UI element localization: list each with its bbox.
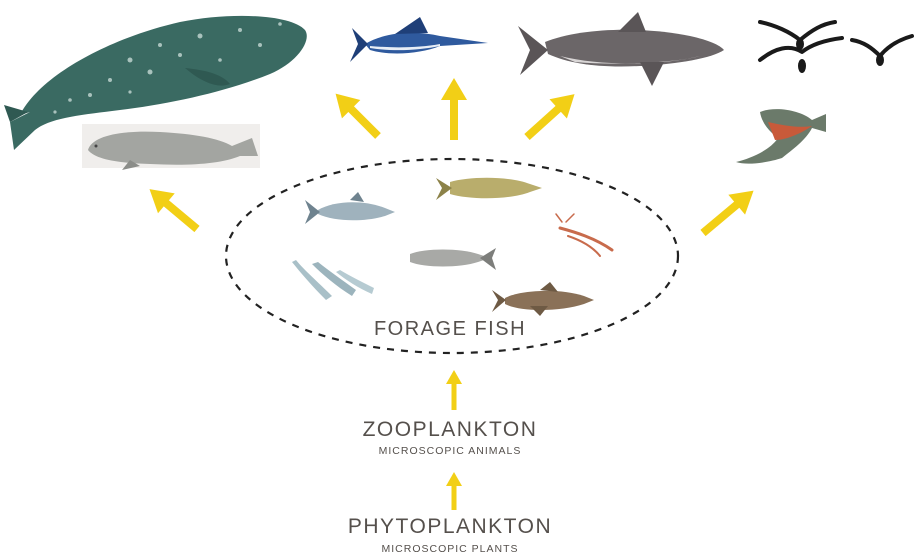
salmon-icon: [736, 109, 826, 163]
shark-icon: [518, 12, 724, 86]
arrow-to-manatee: [141, 179, 205, 239]
forage-fish-label: FORAGE FISH: [300, 318, 600, 341]
phytoplankton-label: PHYTOPLANKTON: [300, 515, 600, 539]
manatee-icon: [82, 124, 260, 170]
marlin-icon: [350, 17, 488, 62]
cod-icon: [492, 282, 594, 316]
arrow-to-marlin: [441, 78, 467, 140]
arrow-to-salmon: [695, 181, 762, 243]
arrow-phyto-to-zoo: [446, 472, 462, 510]
squid-icon: [292, 260, 374, 300]
krill-icon: [556, 214, 612, 256]
herring-icon: [305, 192, 395, 224]
seabird-icon: [760, 22, 912, 60]
sardine-icon: [436, 178, 542, 200]
anchovy-icon: [410, 248, 496, 270]
arrow-zoo-to-forage: [446, 370, 462, 410]
phytoplankton-sublabel: MICROSCOPIC PLANTS: [300, 543, 600, 555]
zooplankton-sublabel: MICROSCOPIC ANIMALS: [300, 445, 600, 457]
arrow-to-shark: [518, 85, 583, 147]
zooplankton-label: ZOOPLANKTON: [300, 418, 600, 442]
arrow-to-marlin-left: [326, 84, 387, 145]
